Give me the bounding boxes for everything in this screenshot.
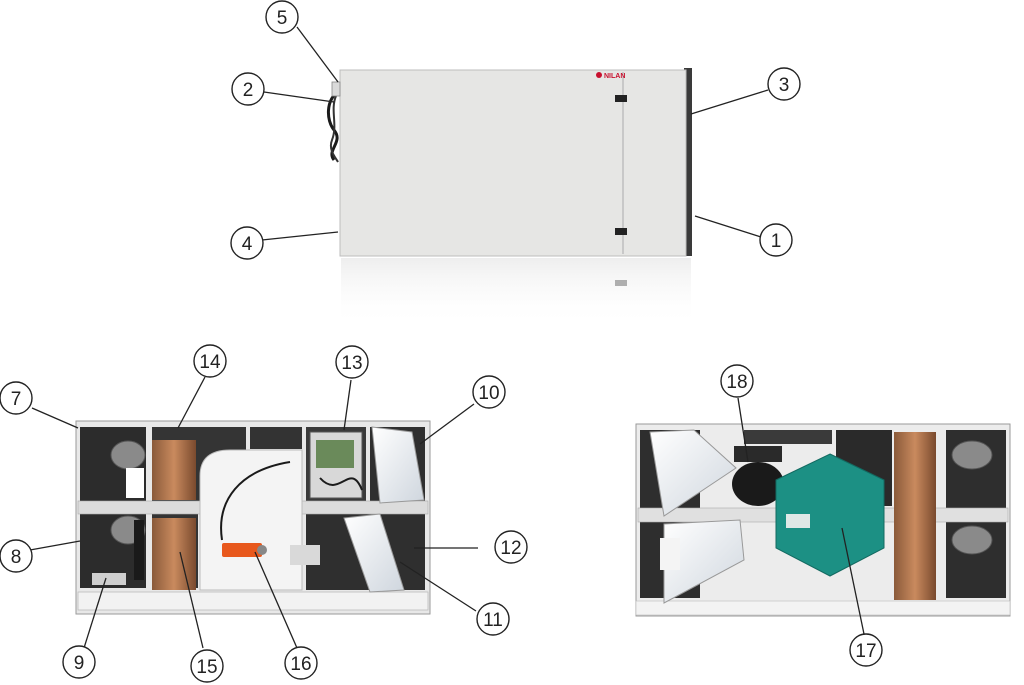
svg-text:12: 12 <box>500 538 521 559</box>
svg-text:9: 9 <box>74 653 85 674</box>
unit-reflection <box>341 258 691 326</box>
heat-exchanger <box>775 453 885 577</box>
nilan-logo: NILAN <box>596 72 625 80</box>
latch-bottom <box>615 228 627 235</box>
cable-bundle <box>327 81 341 163</box>
inner-panel <box>199 449 303 591</box>
filter-right-upper <box>649 429 737 517</box>
svg-text:7: 7 <box>11 389 22 410</box>
svg-text:17: 17 <box>855 641 876 662</box>
coil-right <box>894 432 936 600</box>
svg-text:10: 10 <box>478 383 499 404</box>
evaporator-coil <box>152 518 196 590</box>
callouts: 1 2 3 4 5 7 8 9 10 11 12 13 14 15 16 17 … <box>0 0 883 683</box>
closed-unit: NILAN <box>327 68 692 326</box>
callout-17: 17 <box>849 633 883 667</box>
callout-9: 9 <box>62 645 96 679</box>
condenser-coil <box>152 440 196 500</box>
unit-front-panel <box>339 69 687 257</box>
svg-text:18: 18 <box>726 372 747 393</box>
fan-right-lower <box>951 525 993 555</box>
filter-upper <box>371 426 425 504</box>
callout-3: 3 <box>767 67 801 101</box>
svg-text:5: 5 <box>277 8 288 29</box>
filter-right-lower <box>663 519 745 604</box>
callout-15: 15 <box>190 649 224 683</box>
svg-text:2: 2 <box>243 80 254 101</box>
svg-text:16: 16 <box>290 654 311 675</box>
latch-reflection <box>615 280 627 286</box>
callout-10: 10 <box>472 375 506 409</box>
callout-5: 5 <box>265 0 299 34</box>
filter-lower <box>343 513 405 593</box>
svg-text:14: 14 <box>199 352 221 373</box>
callout-12: 12 <box>494 530 528 564</box>
latch-top <box>615 95 627 102</box>
callout-8: 8 <box>0 539 33 573</box>
callout-13: 13 <box>335 345 369 379</box>
svg-text:15: 15 <box>196 657 217 678</box>
compressor <box>732 462 784 506</box>
open-unit-left <box>75 420 431 615</box>
svg-text:11: 11 <box>483 610 503 631</box>
unit-side-panel <box>684 68 692 256</box>
fan-upper <box>110 440 146 470</box>
callout-16: 16 <box>284 646 318 680</box>
callout-14: 14 <box>193 344 227 378</box>
svg-text:8: 8 <box>11 547 22 568</box>
fan-right-upper <box>951 440 993 470</box>
leader-lines <box>29 26 865 649</box>
svg-text:1: 1 <box>771 231 782 252</box>
damper-actuator <box>222 543 262 557</box>
base-rail <box>77 591 429 611</box>
callout-18: 18 <box>720 364 754 398</box>
callout-7: 7 <box>0 381 33 415</box>
svg-text:3: 3 <box>779 75 790 96</box>
svg-text:13: 13 <box>341 353 362 374</box>
callout-4: 4 <box>230 226 264 260</box>
nilan-logo-text: NILAN <box>604 73 625 80</box>
callout-2: 2 <box>231 72 265 106</box>
callout-1: 1 <box>759 223 793 257</box>
callout-11: 11 <box>476 602 510 636</box>
open-unit-right <box>635 423 1011 617</box>
svg-text:4: 4 <box>242 234 253 255</box>
